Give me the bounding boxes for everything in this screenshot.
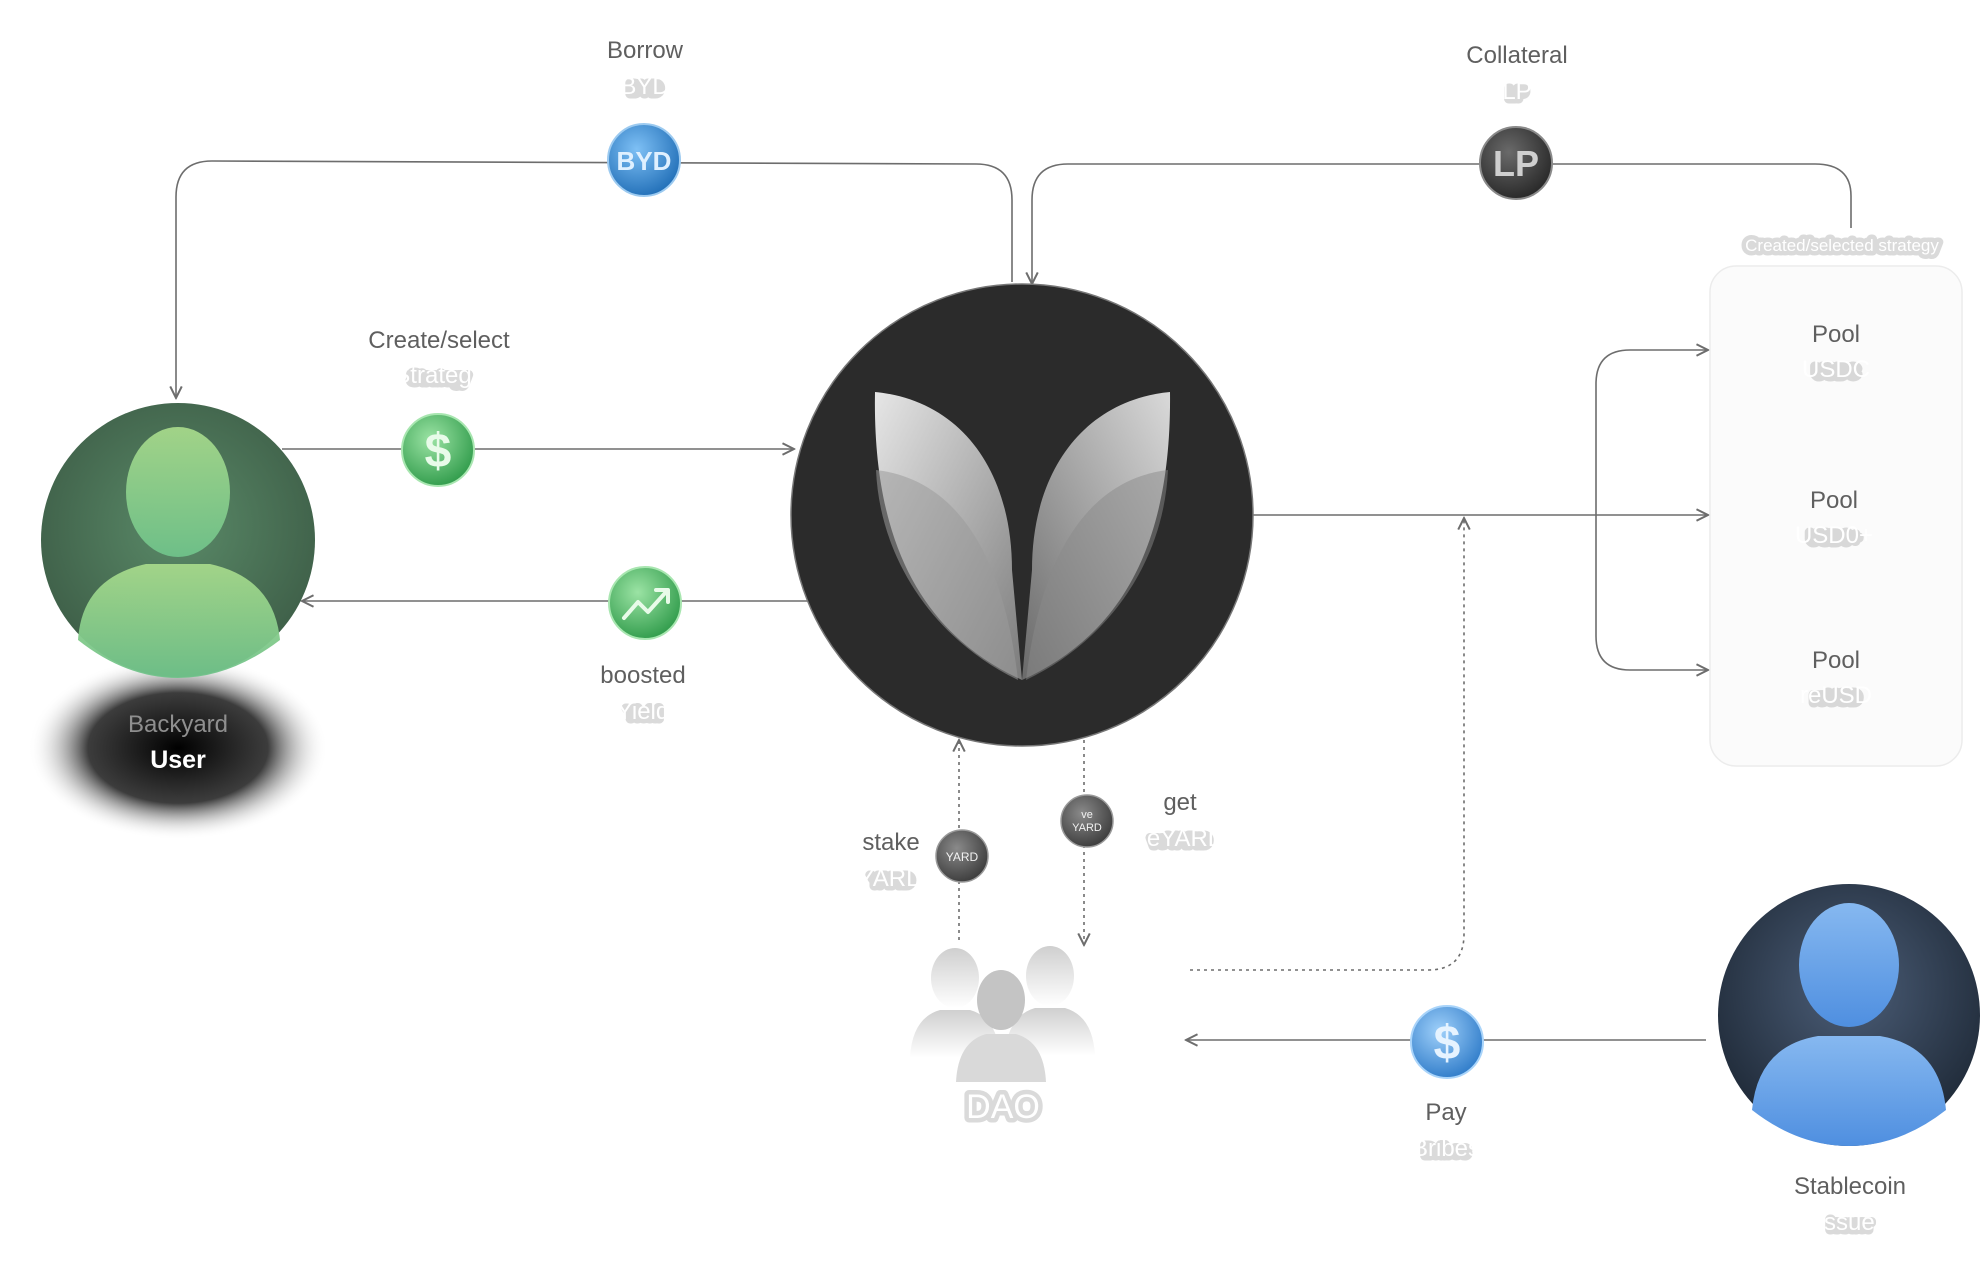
pool-usd0-sub: USD0+ — [1795, 522, 1873, 549]
lp-token: LP — [1479, 126, 1553, 200]
pool-reusd-title: Pool — [1812, 647, 1860, 674]
collateral-label-title: Collateral — [1466, 42, 1567, 69]
issuer-label-title: Stablecoin — [1794, 1173, 1906, 1200]
bribes-dollar-icon: $ — [1434, 1017, 1461, 1070]
yield-trend-token — [608, 566, 682, 640]
yard-token: YARD — [935, 829, 989, 883]
create-select-label: Create/select Strategy Strategy — [368, 327, 510, 392]
dao-node: DAO DAO — [910, 946, 1095, 1131]
bribes-dollar-token: $ — [1410, 1005, 1484, 1079]
create-select-label-title: Create/select — [368, 327, 510, 354]
strategy-panel — [1709, 265, 1963, 767]
pool-usdc-sub: USDC — [1802, 356, 1870, 383]
people-group-icon — [910, 946, 1095, 1082]
pay-label-sub: Bribes — [1412, 1135, 1480, 1162]
stake-label: stake YARD YARD — [859, 829, 924, 895]
user-label-title: Backyard — [128, 711, 228, 738]
veyard-token-label-top: ve — [1081, 809, 1093, 821]
borrow-label: Borrow BYD BYD — [607, 37, 684, 103]
hub-to-pool-3-connector — [1595, 515, 1708, 670]
byd-token-label: BYD — [617, 146, 672, 176]
collateral-label-sub: LP — [1502, 78, 1531, 105]
dao-label: DAO — [966, 1088, 1040, 1126]
boosted-label-title: boosted — [600, 662, 685, 689]
pool-usdc-title: Pool — [1812, 321, 1860, 348]
backyard-hub-node — [790, 283, 1254, 747]
veyard-token: ve YARD — [1060, 794, 1114, 848]
lp-token-label: LP — [1493, 143, 1539, 184]
issuer-label-sub: Issuer — [1817, 1209, 1882, 1236]
get-label-sub: veYARD — [1135, 825, 1225, 852]
pool-usdc: Pool USDC USDC — [1802, 321, 1870, 386]
issuer-person-icon — [1752, 903, 1946, 1146]
create-select-label-sub: Strategy — [394, 362, 483, 389]
pool-reusd-sub: reUSD — [1800, 682, 1872, 709]
strategy-panel-title-bg: Created/selected strategy — [1745, 236, 1939, 255]
strategy-dollar-icon: $ — [425, 425, 452, 478]
collateral-connector — [1032, 163, 1852, 284]
pay-label: Pay Bribes Bribes — [1412, 1099, 1480, 1165]
borrow-label-sub: BYD — [620, 73, 669, 100]
strategy-dollar-token: $ — [401, 413, 475, 487]
stake-label-title: stake — [862, 829, 919, 856]
byd-token: BYD — [607, 123, 681, 197]
stake-label-sub: YARD — [859, 865, 924, 892]
stablecoin-issuer-label: Stablecoin Issuer Issuer — [1794, 1173, 1906, 1239]
hub-circle — [790, 283, 1254, 747]
vote-connector — [1190, 518, 1464, 971]
boosted-label: boosted Yield Yield — [600, 662, 685, 728]
trend-up-icon — [622, 588, 670, 620]
pay-label-title: Pay — [1425, 1099, 1466, 1126]
strategy-panel-title: Created/selected strategy — [1745, 236, 1939, 255]
hub-to-pool-1-connector — [1595, 350, 1708, 515]
backyard-user-node: Backyard User — [28, 403, 328, 840]
pool-reusd: Pool reUSD reUSD — [1800, 647, 1872, 712]
collateral-label: Collateral LP LP — [1466, 42, 1567, 108]
boosted-label-sub: Yield — [617, 698, 669, 725]
leaf-logo-icon — [874, 392, 1171, 680]
yard-token-label: YARD — [946, 850, 979, 864]
get-label: get veYARD veYARD — [1135, 789, 1225, 855]
get-label-title: get — [1163, 789, 1197, 816]
user-label-shadow — [28, 656, 328, 840]
pool-usd0-title: Pool — [1810, 487, 1858, 514]
borrow-connector — [176, 160, 1013, 398]
borrow-label-title: Borrow — [607, 37, 684, 64]
user-person-icon — [78, 427, 280, 678]
pool-usd0: Pool USD0+ USD0+ — [1795, 487, 1873, 552]
user-label-sub: User — [150, 746, 206, 774]
veyard-token-label-bottom: YARD — [1072, 822, 1102, 834]
dao-label-bg: DAO — [966, 1088, 1040, 1126]
stablecoin-issuer-node — [1718, 884, 1980, 1146]
